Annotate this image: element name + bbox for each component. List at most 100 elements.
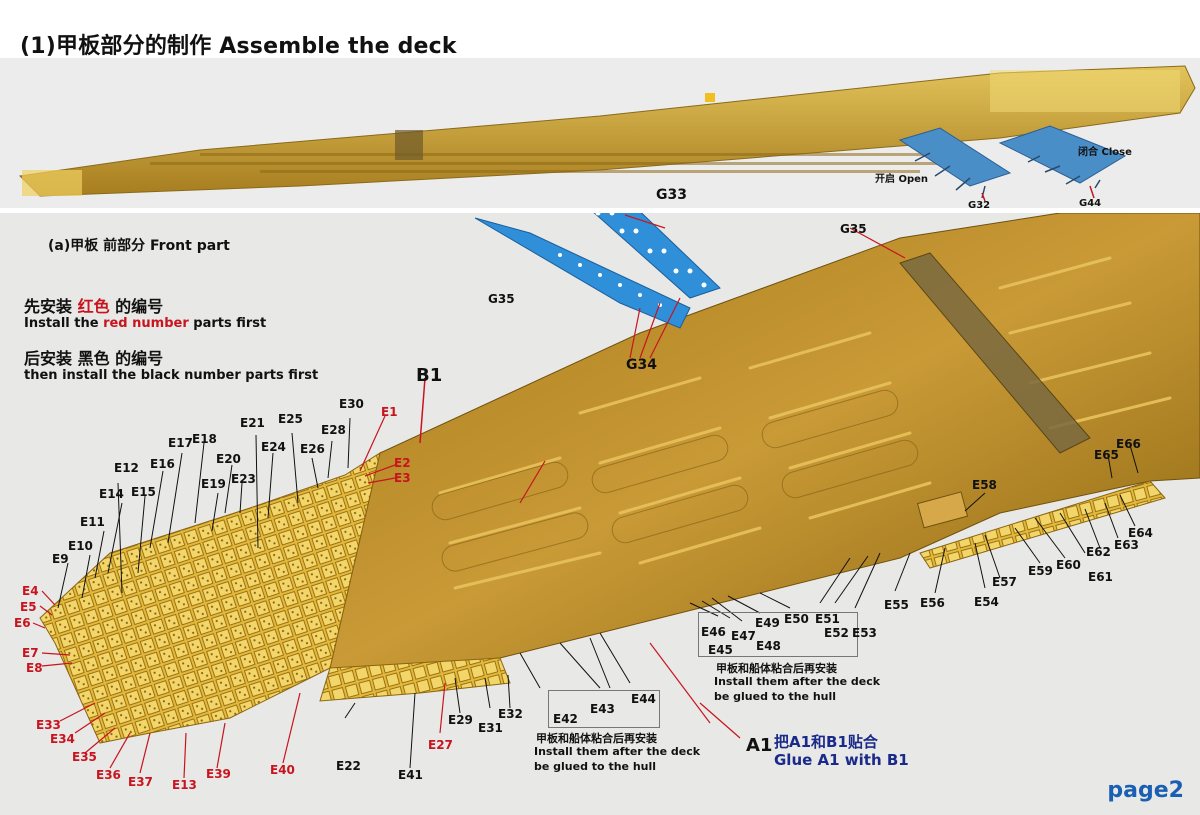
label-e11: E11 [80, 515, 105, 529]
label-e47: E47 [731, 629, 756, 643]
label-e55: E55 [884, 598, 909, 612]
g44-label: G44 [1079, 198, 1102, 209]
front-part-photo [0, 213, 1200, 815]
label-e6: E6 [14, 616, 31, 630]
label-e13: E13 [172, 778, 197, 792]
deck-slot-outlines [431, 389, 919, 572]
label-e49: E49 [755, 616, 780, 630]
part-label-g35-deck: G35 [840, 222, 867, 236]
label-e27: E27 [428, 738, 453, 752]
label-e56: E56 [920, 596, 945, 610]
label-e25: E25 [278, 412, 303, 426]
label-e7: E7 [22, 646, 39, 660]
label-e58: E58 [972, 478, 997, 492]
e58-plate [916, 491, 969, 529]
deck-overview-photo [0, 58, 1200, 208]
red-instruction-en: Install the red number parts first [24, 316, 266, 331]
g32-label: G32 [968, 200, 991, 211]
label-e28: E28 [321, 423, 346, 437]
red-instruction-cn-word: 红色 [77, 297, 110, 316]
label-e20: E20 [216, 452, 241, 466]
label-e15: E15 [131, 485, 156, 499]
label-e54: E54 [974, 595, 999, 609]
right-edge-strip [919, 480, 1166, 569]
glue-instruction-en: Glue A1 with B1 [774, 751, 909, 769]
close-label: 闭合 Close [1078, 147, 1132, 158]
label-e45: E45 [708, 643, 733, 657]
label-e22: E22 [336, 759, 361, 773]
note-box-bottom [548, 690, 660, 728]
label-e62: E62 [1086, 545, 1111, 559]
page-title: (1)甲板部分的制作 Assemble the deck [20, 34, 457, 59]
label-e10: E10 [68, 539, 93, 553]
deck-slots [438, 256, 1172, 590]
label-e3: E3 [394, 471, 411, 485]
label-e64: E64 [1128, 526, 1153, 540]
label-e24: E24 [261, 440, 286, 454]
bow-grid [39, 451, 381, 744]
label-e44: E44 [631, 692, 656, 706]
section-title: (a)甲板 前部分 Front part [48, 238, 230, 254]
red-leader-lines [32, 214, 906, 779]
close-inset-part [998, 125, 1127, 189]
red-instruction-en-suffix: parts first [188, 316, 267, 331]
note-box-right [698, 612, 858, 657]
g35-strip [899, 252, 1091, 454]
label-e59: E59 [1028, 564, 1053, 578]
label-e9: E9 [52, 552, 69, 566]
label-e23: E23 [231, 472, 256, 486]
label-e37: E37 [128, 775, 153, 789]
red-instruction-cn-suffix: 的编号 [109, 297, 164, 316]
label-e66: E66 [1116, 437, 1141, 451]
label-e33: E33 [36, 718, 61, 732]
label-e12: E12 [114, 461, 139, 475]
note-right-en2: be glued to the hull [714, 690, 837, 703]
red-instruction-cn-prefix: 先安装 [24, 297, 78, 316]
photo-divider [0, 208, 1200, 213]
label-e16: E16 [150, 457, 175, 471]
front-part-drawing [32, 213, 1200, 779]
part-label-g35-diagram: G35 [488, 292, 515, 306]
note-right-en1: Install them after the deck [714, 675, 881, 688]
label-e40: E40 [270, 763, 295, 777]
red-instruction-en-prefix: Install the [24, 316, 104, 331]
note-right-cn: 甲板和船体粘合后再安装 [716, 662, 837, 675]
open-inset-part [898, 127, 1012, 199]
label-e39: E39 [206, 767, 231, 781]
label-e1: E1 [381, 405, 398, 419]
label-e51: E51 [815, 612, 840, 626]
bottom-edge-strip [319, 657, 511, 702]
label-e30: E30 [339, 397, 364, 411]
black-instruction-en: then install the black number parts firs… [24, 368, 319, 383]
label-e14: E14 [99, 487, 124, 501]
label-e65: E65 [1094, 448, 1119, 462]
open-label: 开启 Open [875, 174, 929, 185]
note-bottom-en2: be glued to the hull [534, 760, 657, 773]
glue-instruction-cn: 把A1和B1贴合 [774, 733, 878, 751]
note-bottom-cn: 甲板和船体粘合后再安装 [536, 732, 657, 745]
label-e19: E19 [201, 477, 226, 491]
label-e41: E41 [398, 768, 423, 782]
label-e8: E8 [26, 661, 43, 675]
part-label-a1: A1 [746, 735, 773, 756]
red-instruction-cn: 先安装 红色 的编号 [24, 293, 163, 317]
g35-blue-part [474, 217, 691, 329]
part-label-g33: G33 [656, 187, 687, 203]
part-label-g34: G34 [626, 357, 657, 373]
page-number: page2 [1107, 778, 1184, 803]
label-e18: E18 [192, 432, 217, 446]
label-e46: E46 [701, 625, 726, 639]
label-e4: E4 [22, 584, 39, 598]
label-e5: E5 [20, 600, 37, 614]
label-e29: E29 [448, 713, 473, 727]
label-e36: E36 [96, 768, 121, 782]
label-e61: E61 [1088, 570, 1113, 584]
label-e21: E21 [240, 416, 265, 430]
label-e42: E42 [553, 712, 578, 726]
label-e17: E17 [168, 436, 193, 450]
label-e48: E48 [756, 639, 781, 653]
part-label-b1: B1 [416, 365, 443, 386]
label-e43: E43 [590, 702, 615, 716]
label-e35: E35 [72, 750, 97, 764]
